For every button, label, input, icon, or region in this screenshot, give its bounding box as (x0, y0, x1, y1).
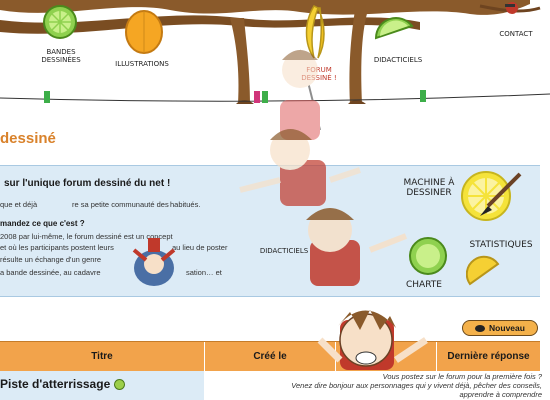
lemon-half-icon[interactable] (466, 254, 502, 288)
topics-table-header: Titre Créé le Le Dernière réponse (0, 341, 540, 371)
speech-bubble-icon (475, 324, 486, 332)
banner-question: mandez ce que c'est ? (0, 219, 85, 228)
banner-text: re sa petite communauté des (72, 200, 169, 209)
topic-description-line: Vous postez (382, 372, 424, 381)
nav-contact[interactable]: Contact (499, 30, 533, 38)
charte-label[interactable]: Charte (406, 280, 442, 290)
topic-description-line: sur le forum pour la première fois ? (425, 372, 542, 381)
lemon-slice-icon[interactable] (458, 168, 518, 224)
banner-text: a bande dessinée, au cadavre (0, 268, 101, 277)
tree-branch-illustration (0, 0, 541, 104)
clothesline (0, 90, 550, 103)
didacticiels-label[interactable]: Didacticiels (259, 247, 309, 255)
banner-text: au lieu de poster (172, 243, 228, 252)
column-header-le[interactable]: Le (380, 350, 392, 362)
new-topic-button[interactable]: Nouveau (462, 320, 538, 336)
banner-text: et où les participants postent leurs (0, 243, 114, 252)
banner-text: habitués. (170, 200, 201, 209)
statistiques-label[interactable]: Statistiques (469, 240, 533, 250)
banana-fruit-icon[interactable] (300, 4, 334, 60)
column-divider (204, 342, 205, 371)
new-topic-label: Nouveau (489, 323, 525, 333)
falling-character-illustration (132, 238, 176, 286)
nav-illustrations[interactable]: Illustrations (115, 60, 169, 68)
topic-title-text[interactable]: Piste d'atterrissage (0, 377, 111, 391)
lime-slice-icon[interactable] (372, 8, 416, 48)
orange-fruit-icon[interactable] (124, 6, 164, 54)
column-header-derniere-reponse[interactable]: Dernière réponse (447, 350, 530, 362)
page-title: dessiné (0, 130, 56, 147)
banner-title: sur l'unique forum dessiné du net ! (4, 178, 171, 189)
banner-text: 2008 par lui-même, le forum dessiné est … (0, 232, 173, 241)
banner-text: sation… et (186, 268, 222, 277)
topic-title-cell (0, 371, 204, 400)
lime-slice-icon[interactable] (406, 236, 450, 276)
column-header-cree-le[interactable]: Créé le (253, 350, 287, 362)
topic-description-line: apprendre à comprendre (459, 390, 542, 399)
column-divider (436, 342, 437, 371)
machine-a-dessiner-label[interactable]: Machine à dessiner (403, 178, 455, 198)
banner-text: que et déjà (0, 200, 38, 209)
paintbrush-icon (480, 172, 522, 216)
banner-text: résulte un échange d'un genre (0, 255, 102, 264)
topic-description: Vous postez sur le forum pour la premièr… (232, 372, 542, 399)
table-row[interactable]: Piste d'atterrissage Vous postez sur le … (0, 371, 542, 400)
lime-fruit-icon[interactable] (42, 4, 78, 40)
nav-forum-dessine[interactable]: Forum dessiné ! (301, 66, 337, 82)
column-header-titre[interactable]: Titre (91, 350, 113, 362)
topic-title[interactable]: Piste d'atterrissage (0, 377, 126, 391)
topic-description-line: Venez dire bonjour aux personnages qui y… (291, 381, 542, 390)
topic-status-icon (114, 378, 126, 390)
nav-didacticiels[interactable]: Didacticiels (373, 56, 423, 64)
